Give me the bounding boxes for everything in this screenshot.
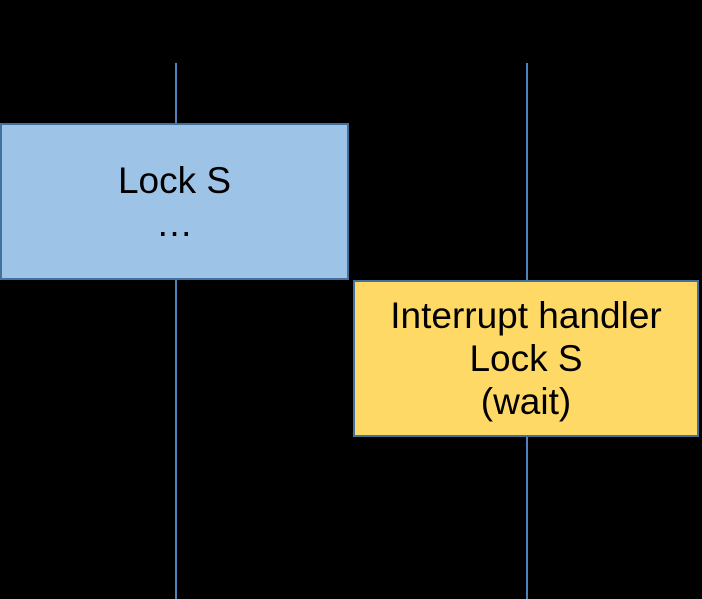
wait-label: (wait) [480, 381, 572, 422]
ellipsis-label: … [156, 202, 193, 244]
interrupt-lock-s-label: Lock S [469, 338, 583, 379]
lock-s-label: Lock S [117, 159, 232, 201]
interrupt-handler-box: Interrupt handler Lock S (wait) [353, 280, 699, 437]
lock-s-box: Lock S … [0, 123, 349, 280]
timeline-lane-left [175, 63, 177, 599]
interrupt-handler-label: Interrupt handler [390, 295, 662, 336]
